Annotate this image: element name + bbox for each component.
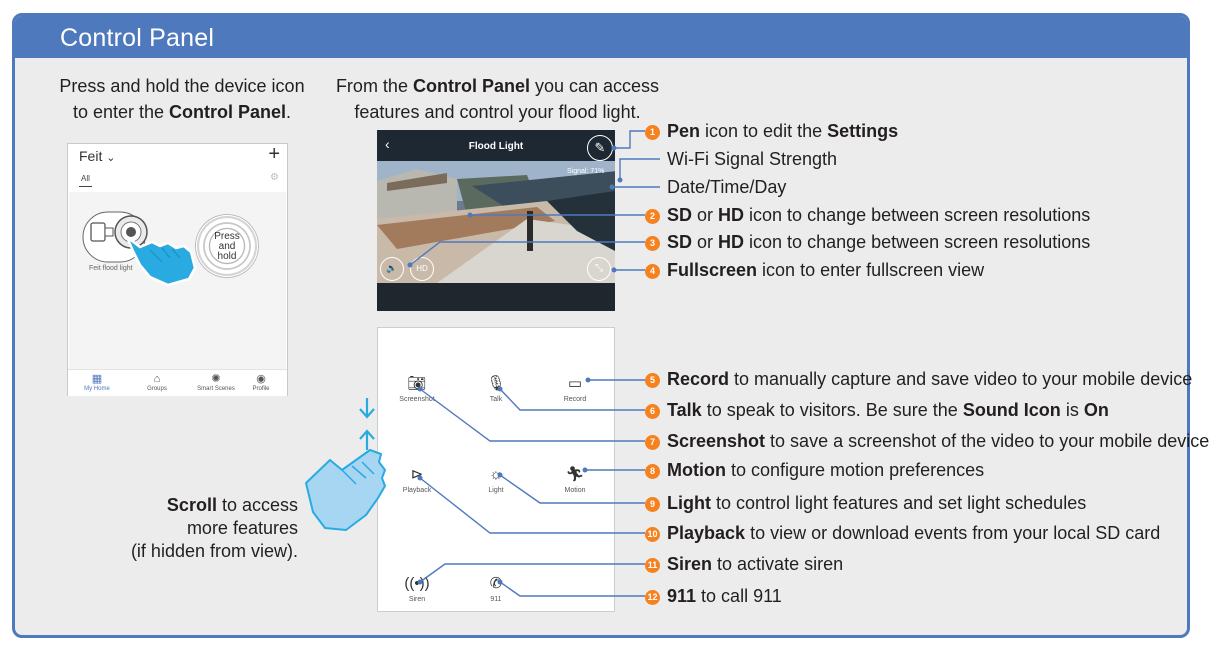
controls-screen: 📷︎Screenshot 🎙︎Talk ▭Record ⊳Playback ☼L… bbox=[377, 327, 615, 612]
profile-icon: ◉ bbox=[256, 373, 266, 385]
left-caption: Press and hold the device icon to enter … bbox=[59, 76, 305, 122]
motion-icon: 🏃︎ bbox=[565, 466, 585, 483]
talk-control[interactable]: 🎙︎Talk bbox=[461, 373, 531, 405]
scroll-caption: Scroll to access more features (if hidde… bbox=[130, 495, 298, 561]
phone-icon: ✆ bbox=[489, 575, 503, 592]
add-device-button[interactable]: + bbox=[268, 143, 280, 165]
gear-icon[interactable]: ⚙ bbox=[270, 172, 279, 183]
bottom-nav: ▦My Home ⌂Groups ✺Smart Scenes ◉Profile bbox=[68, 369, 287, 396]
camera-icon: 📷︎ bbox=[407, 375, 427, 392]
hd-button[interactable]: HD bbox=[410, 257, 434, 281]
siren-control[interactable]: ((•))Siren bbox=[382, 573, 452, 605]
center-caption: From the Control Panel you can access fe… bbox=[335, 76, 660, 122]
playback-control[interactable]: ⊳Playback bbox=[382, 464, 452, 496]
press-and-hold-badge: Press and hold bbox=[196, 215, 258, 277]
flood-light-device-icon[interactable] bbox=[69, 192, 288, 370]
nav-smart-scenes[interactable]: ✺Smart Scenes bbox=[191, 372, 241, 392]
nav-groups[interactable]: ⌂Groups bbox=[132, 372, 182, 392]
screenshot-control[interactable]: 📷︎Screenshot bbox=[382, 373, 452, 405]
pen-icon[interactable]: ✎ bbox=[587, 135, 613, 161]
microphone-icon: 🎙︎ bbox=[486, 375, 506, 392]
video-bottom-bar bbox=[377, 283, 615, 311]
panel-header: Control Panel bbox=[15, 16, 1187, 58]
back-chevron-icon[interactable]: ‹ bbox=[385, 136, 390, 152]
tab-all[interactable]: All bbox=[81, 174, 90, 183]
wifi-signal-readout: Signal: 71% bbox=[567, 168, 605, 175]
chevron-down-icon: ⌄ bbox=[106, 152, 116, 164]
nav-profile[interactable]: ◉Profile bbox=[236, 372, 286, 392]
device-label: Feit flood light bbox=[89, 265, 133, 272]
light-icon: ☼ bbox=[489, 466, 503, 483]
motion-control[interactable]: 🏃︎Motion bbox=[540, 464, 610, 496]
my-home-icon: ▦ bbox=[91, 373, 103, 385]
video-camera-icon: ▭ bbox=[567, 375, 583, 392]
light-control[interactable]: ☼Light bbox=[461, 464, 531, 496]
call-911-control[interactable]: ✆911 bbox=[461, 573, 531, 605]
callout-wifi: Wi-Fi Signal Strength bbox=[667, 149, 838, 169]
groups-icon: ⌂ bbox=[153, 373, 161, 385]
playback-icon: ⊳ bbox=[410, 466, 424, 483]
sound-icon[interactable]: 🔈 bbox=[380, 257, 404, 281]
tab-underline bbox=[79, 186, 92, 187]
record-control[interactable]: ▭Record bbox=[540, 373, 610, 405]
siren-icon: ((•)) bbox=[404, 575, 430, 592]
video-title: Flood Light bbox=[468, 141, 524, 152]
panel-title: Control Panel bbox=[60, 24, 215, 52]
video-top-bar: ‹ Flood Light bbox=[377, 130, 615, 161]
fullscreen-icon[interactable]: ⤡ bbox=[587, 257, 611, 281]
home-brand-selector[interactable]: Feit ⌄ bbox=[79, 148, 116, 164]
live-video-screen[interactable]: ‹ Flood Light Signal: 71% ✎ 🔈 HD ⤡ bbox=[377, 130, 615, 311]
device-grid bbox=[69, 192, 286, 370]
nav-my-home[interactable]: ▦My Home bbox=[72, 372, 122, 392]
smart-scenes-icon: ✺ bbox=[211, 373, 221, 385]
callout-date: Date/Time/Day bbox=[667, 177, 787, 197]
